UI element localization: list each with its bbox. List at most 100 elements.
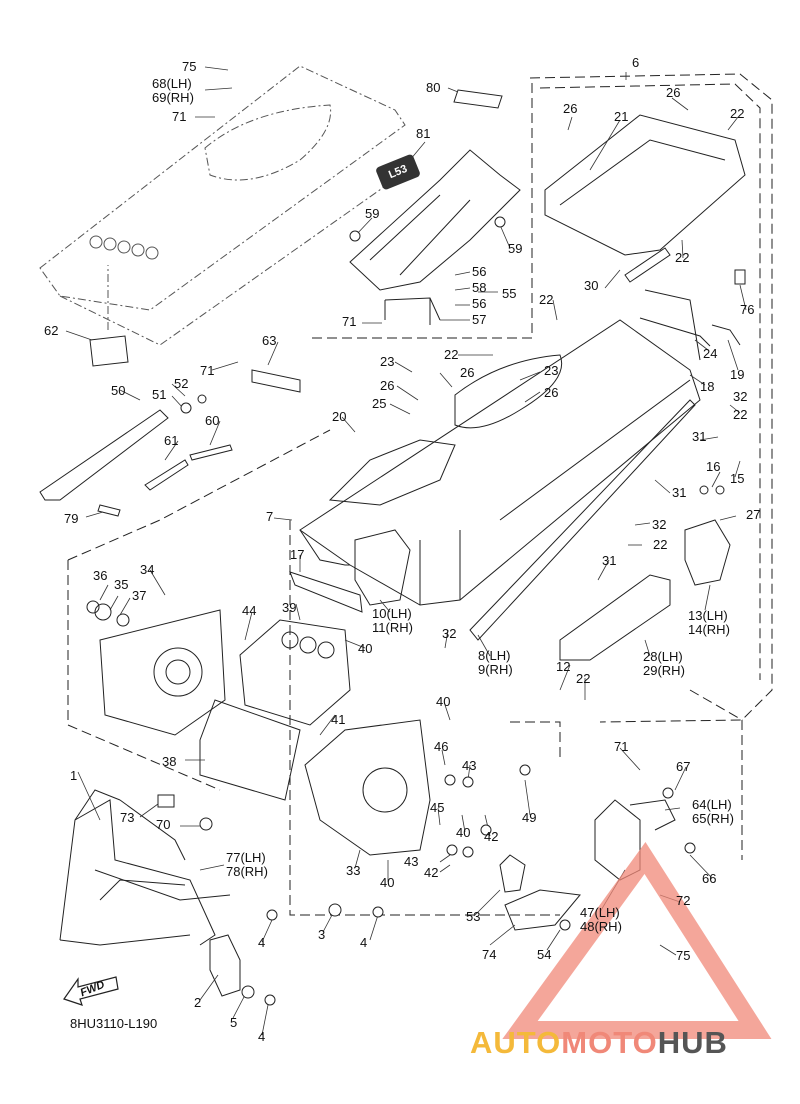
part-label: 76 — [740, 302, 755, 317]
part-64-bracket — [629, 799, 676, 831]
part-label: 4 — [360, 935, 368, 950]
part-8-rail — [469, 399, 696, 641]
part-37-seal — [116, 613, 130, 627]
part-label: 20 — [332, 409, 347, 424]
group-6-inner-boundary — [539, 83, 761, 680]
part-label: 60 — [205, 413, 220, 428]
part-81-cover — [349, 149, 521, 291]
part-label: 45 — [430, 800, 445, 815]
watermark-logo — [502, 842, 772, 1039]
part-label: 52 — [174, 376, 189, 391]
part-label: 26 — [460, 365, 475, 380]
part-label: 22 — [675, 250, 690, 265]
part-70-grommet — [199, 817, 213, 831]
part-label: 24 — [703, 346, 718, 361]
part-label: 42 — [484, 829, 499, 844]
part-label: 63 — [262, 333, 277, 348]
part-label: 31 — [692, 429, 707, 444]
part-21-cover — [544, 114, 746, 256]
part-50-bar — [39, 409, 169, 501]
part-label: 3 — [318, 927, 326, 942]
part-label: 22 — [730, 106, 745, 121]
part-label: 22 — [576, 671, 591, 686]
part-label: 21 — [614, 109, 629, 124]
part-label: 29(RH) — [643, 663, 685, 678]
part-label: 19 — [730, 367, 745, 382]
part-label: 4 — [258, 935, 266, 950]
part-18-bracket — [644, 289, 701, 361]
part-19-bracket — [711, 324, 741, 346]
part-34-plate — [99, 609, 226, 736]
part-label: 77(LH) — [226, 850, 266, 865]
group-frame-boundary — [67, 429, 331, 791]
part-label: 22 — [539, 292, 554, 307]
part-label: 14(RH) — [688, 622, 730, 637]
part-label: 70 — [156, 817, 171, 832]
part-label: 16 — [706, 459, 721, 474]
part-76-clip — [734, 269, 746, 285]
part-label: 4 — [258, 1029, 266, 1044]
leader-lines — [65, 66, 747, 1036]
part-label: 71 — [342, 314, 357, 329]
part-label: 81 — [416, 126, 431, 141]
part-label: 22 — [653, 537, 668, 552]
part-57-bracket — [384, 297, 441, 325]
part-label: 66 — [702, 871, 717, 886]
part-label: 10(LH) — [372, 606, 412, 621]
part-35-bearing — [94, 603, 112, 621]
part-36-circlip — [86, 600, 100, 614]
part-label: 68(LH) — [152, 76, 192, 91]
part-label: 1 — [70, 768, 78, 783]
part-label: 8(LH) — [478, 648, 511, 663]
part-label: 31 — [602, 553, 617, 568]
part-label: 79 — [64, 511, 79, 526]
part-label: 26 — [380, 378, 395, 393]
part-label: 7 — [266, 509, 274, 524]
part-53-bracket — [499, 854, 526, 893]
part-label: 59 — [365, 206, 380, 221]
part-label: 12 — [556, 659, 571, 674]
part-label: 40 — [436, 694, 451, 709]
part-label: 18 — [700, 379, 715, 394]
part-label: 30 — [584, 278, 599, 293]
part-label: 26 — [544, 385, 559, 400]
part-label: 43 — [404, 854, 419, 869]
watermark-part1: AUTO — [470, 1025, 562, 1060]
part-label: 35 — [114, 577, 129, 592]
part-label: 42 — [424, 865, 439, 880]
part-label: 9(RH) — [478, 662, 513, 677]
part-label: 15 — [730, 471, 745, 486]
part-label: 74 — [482, 947, 497, 962]
part-79-tube — [97, 504, 121, 517]
fwd-arrow-icon — [63, 976, 119, 1006]
part-label: 27 — [746, 507, 761, 522]
part-label: 38 — [162, 754, 177, 769]
part-10-bracket — [354, 529, 411, 606]
part-label: 50 — [111, 383, 126, 398]
part-39-plate — [239, 619, 351, 726]
part-33-plate — [304, 719, 431, 856]
part-label: 72 — [676, 893, 691, 908]
part-label: 67 — [676, 759, 691, 774]
watermark-text: AUTOMOTOHUB — [470, 1025, 728, 1061]
part-label: 32 — [652, 517, 667, 532]
part-label: 55 — [502, 286, 517, 301]
part-label: 25 — [372, 396, 387, 411]
part-label: 2 — [194, 995, 202, 1010]
part-label: 80 — [426, 80, 441, 95]
part-label: 56 — [472, 296, 487, 311]
part-label: 22 — [444, 347, 459, 362]
part-73-block — [157, 794, 175, 808]
part-label: 40 — [456, 825, 471, 840]
part-label: 75 — [182, 59, 197, 74]
part-28-cover — [559, 574, 671, 661]
part-38-housing — [199, 699, 301, 801]
part-label: 75 — [676, 948, 691, 963]
part-label: 39 — [282, 600, 297, 615]
part-label: 37 — [132, 588, 147, 603]
part-label: 48(RH) — [580, 919, 622, 934]
part-label: 36 — [93, 568, 108, 583]
fuel-tank-ghost — [39, 65, 409, 346]
part-label: 53 — [466, 909, 481, 924]
